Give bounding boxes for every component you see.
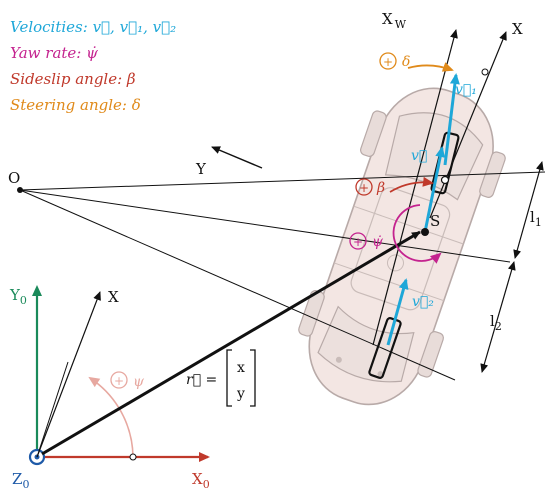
line-O-rear <box>19 189 456 381</box>
steering-arc <box>407 62 454 72</box>
svg-text:+: + <box>383 55 393 69</box>
v2-label: v⃗₂ <box>412 294 434 310</box>
vehicle-x-axis <box>429 31 507 219</box>
legend-sideslip: Sideslip angle: β <box>10 70 136 88</box>
instantaneous-center-lines: O Y <box>8 146 546 381</box>
sideslip-arc <box>389 176 434 193</box>
svg-text:l2: l2 <box>490 312 502 333</box>
yaw-plus-icon <box>349 232 367 250</box>
svg-text:+: + <box>353 235 363 249</box>
y0-label: Y0 <box>9 286 27 307</box>
vehicle-x-label: X <box>512 20 523 38</box>
position-matrix: x y <box>226 349 256 407</box>
matrix-y: y <box>236 386 245 402</box>
local-aux-line <box>36 361 69 458</box>
yaw-rate-arc <box>392 204 442 264</box>
dimension-l1: l1 <box>513 161 544 259</box>
local-x-label: X <box>108 288 119 306</box>
v-label: v⃗ <box>411 148 427 164</box>
legend-yaw-rate: Yaw rate: ψ̇ <box>10 44 98 62</box>
psi-arc <box>88 376 134 458</box>
psi-label: ψ <box>133 374 145 390</box>
v1-label: v⃗₁ <box>455 82 477 98</box>
world-frame: Y0 X0 Z0 X + ψ <box>9 285 210 491</box>
local-x-axis <box>36 291 101 458</box>
z0-label: Z0 <box>12 470 29 491</box>
sideslip-plus-icon <box>355 178 373 196</box>
matrix-x: x <box>237 360 245 376</box>
line-O-S <box>19 189 511 263</box>
dimension-l2: l2 <box>480 261 516 373</box>
x0-label: X0 <box>192 470 210 491</box>
legend-velocities: Velocities: v⃗, v⃗₁, v⃗₂ <box>10 18 176 36</box>
legend: Velocities: v⃗, v⃗₁, v⃗₂ Yaw rate: ψ̇ Si… <box>10 18 176 114</box>
velocity-vectors: v⃗₁ v⃗ v⃗₂ <box>386 73 477 346</box>
legend-steering: Steering angle: δ <box>10 96 141 114</box>
line-O-front <box>19 171 546 191</box>
yaw-psidot-label: ψ̇ <box>372 234 384 250</box>
steering-delta-label: δ <box>402 54 410 70</box>
wheel-x-axis <box>372 29 458 346</box>
svg-text:+: + <box>114 374 124 388</box>
position-vector <box>41 230 421 456</box>
body-y-label: Y <box>195 160 207 178</box>
body-y-axis <box>211 146 263 169</box>
cog-label: S <box>430 212 440 230</box>
psi-plus-icon <box>110 371 128 389</box>
cog-point <box>421 228 429 236</box>
v2-vector <box>386 278 409 346</box>
svg-text:+: + <box>359 181 369 195</box>
origin-O-label: O <box>8 169 20 187</box>
r-label: r⃗ = <box>186 372 217 388</box>
svg-text:l1: l1 <box>530 208 542 229</box>
v-vector <box>423 146 446 233</box>
sideslip-beta-label: β <box>376 180 385 196</box>
v1-vector <box>443 73 460 166</box>
steering-plus-icon <box>379 52 397 70</box>
